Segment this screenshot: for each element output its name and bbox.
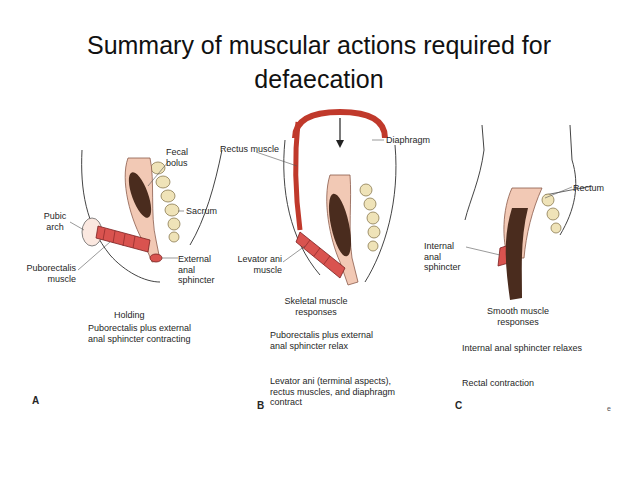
watermark: e — [607, 404, 627, 415]
leader-line — [162, 258, 178, 259]
panel-heading: Skeletal muscle responses — [276, 296, 356, 317]
leader-line — [178, 211, 184, 212]
part-label: Pubic arch — [40, 211, 70, 232]
rectus-muscle — [296, 122, 300, 230]
sacrum-bone — [368, 241, 378, 251]
panel-heading: Smooth muscle responses — [478, 306, 558, 327]
part-label: Rectus muscle — [220, 144, 295, 155]
muscle-striation — [304, 240, 330, 264]
leader-line — [372, 140, 384, 141]
fecal-bolus — [124, 170, 155, 221]
body-outline — [560, 125, 576, 235]
body-outline — [190, 150, 222, 245]
arrow-head — [336, 140, 344, 148]
part-label: Diaphragm — [386, 135, 446, 146]
sacrum-bone — [165, 204, 179, 216]
sacrum-bone — [161, 190, 175, 202]
diagram-title: Summary of muscular actions required for… — [39, 28, 599, 96]
sacrum-bone — [551, 223, 561, 233]
sacrum-bone — [364, 198, 376, 210]
leader-line — [545, 187, 572, 198]
panel-caption: Puborectalis plus external anal sphincte… — [270, 330, 378, 351]
panel-heading: Holding — [114, 310, 174, 321]
puborectalis-muscle — [96, 226, 150, 252]
leader-line — [70, 222, 84, 230]
muscle-striation — [103, 229, 135, 248]
part-label: Rectum — [573, 183, 623, 194]
body-outline — [82, 150, 160, 282]
sacrum-bone — [367, 212, 379, 224]
leader-line — [466, 247, 500, 255]
part-label: Fecal bolus — [166, 147, 196, 168]
leader-lines — [70, 140, 572, 270]
leader-line — [283, 246, 305, 262]
part-label: Sacrum — [186, 206, 231, 217]
leader-line — [256, 152, 297, 166]
panel-letter: A — [32, 396, 52, 407]
panel-caption: Puborectalis plus external anal sphincte… — [88, 323, 196, 344]
levator-ani-muscle — [296, 232, 345, 278]
part-label: External anal sphincter — [178, 254, 222, 286]
sacrum-bone — [547, 208, 559, 220]
part-label: Internal anal sphincter — [424, 241, 466, 273]
body-outline — [465, 125, 484, 220]
sacrum-bone — [360, 184, 372, 196]
sacrum-bone — [542, 194, 554, 206]
leader-line — [78, 242, 110, 270]
panel-caption: Internal anal sphincter relaxes — [462, 343, 622, 354]
panel-caption: Rectal contraction — [462, 378, 582, 389]
sacrum-bone — [156, 176, 170, 188]
panel-caption: Levator ani (terminal aspects), rectus m… — [270, 376, 410, 408]
body-outline — [365, 145, 396, 282]
panel-letter: B — [257, 401, 277, 412]
pressure-arrow — [339, 118, 340, 142]
sacrum-bone — [169, 232, 179, 242]
sacrum-bone — [168, 218, 180, 230]
part-label: Puborectalis muscle — [18, 263, 76, 284]
fecal-bolus — [325, 192, 356, 258]
leader-line — [148, 162, 168, 186]
sphincter-muscle — [150, 254, 162, 262]
sacrum-bone — [368, 226, 380, 238]
fecal-bolus — [506, 208, 528, 300]
panel-letter: C — [455, 401, 475, 412]
part-label: Levator ani muscle — [234, 254, 282, 275]
